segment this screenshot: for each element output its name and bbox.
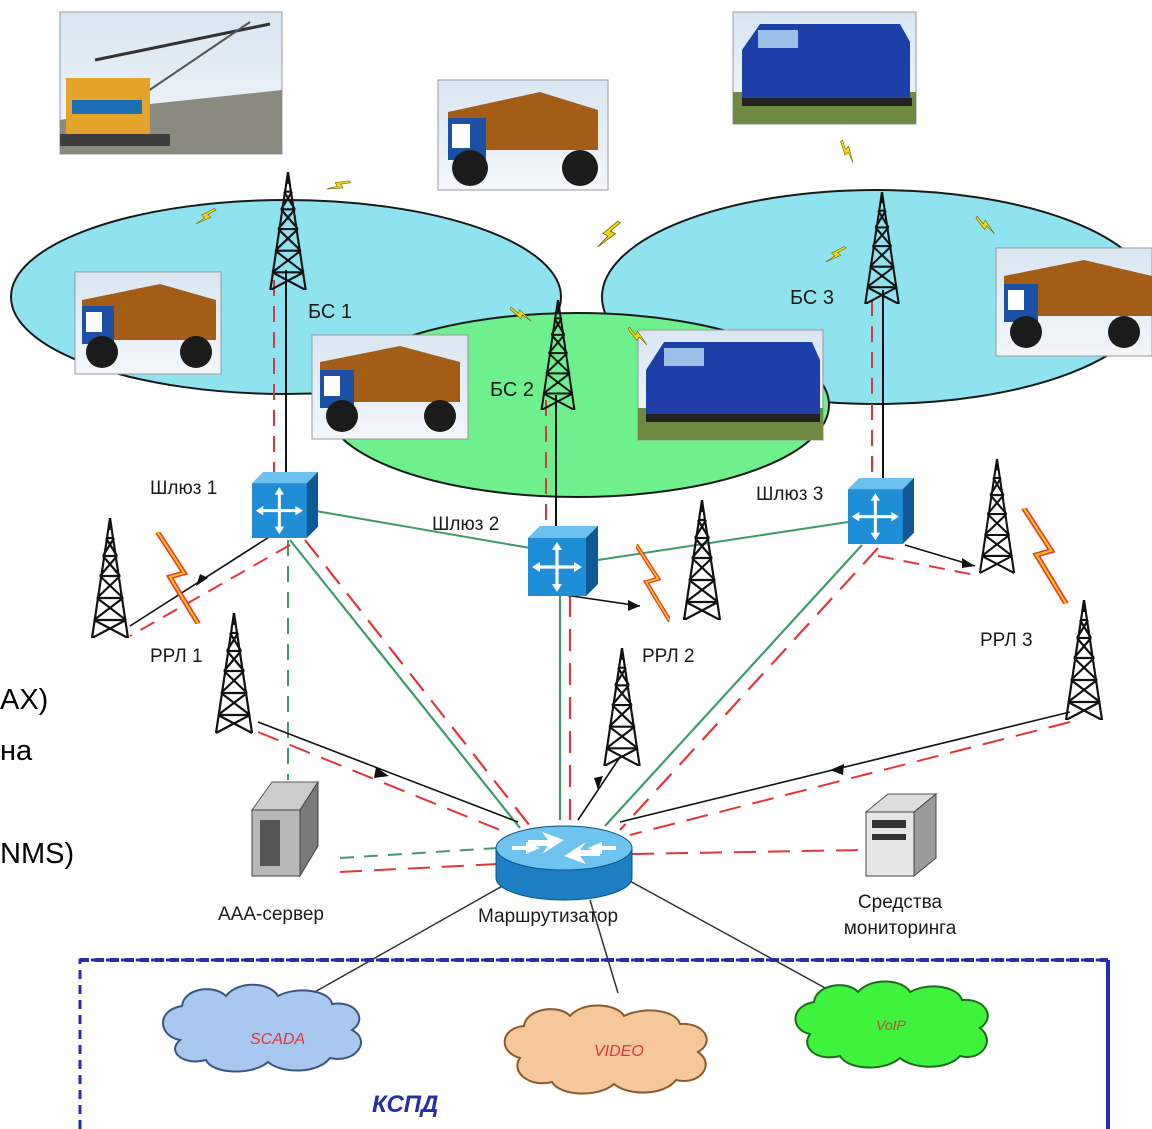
gateway-icon-1: [252, 472, 318, 538]
tower-icon-rrl3-b: [1064, 600, 1104, 720]
left-cut-text-2: на: [0, 735, 33, 767]
tower-icon-rrl2-a: [682, 500, 722, 620]
monitoring-label-line2: мониторинга: [844, 918, 957, 939]
router-icon: [495, 825, 633, 901]
gateway2-label: Шлюз 2: [432, 514, 499, 535]
cloud-icon-video: [503, 1004, 708, 1095]
bs1-label: БС 1: [308, 301, 352, 323]
server-icon-aaa: [251, 780, 319, 878]
truck-photo-right: [995, 247, 1152, 357]
truck-photo-top: [437, 79, 609, 191]
left-cut-text-1: AX): [0, 684, 49, 716]
kspd-label: КСПД: [372, 1091, 438, 1118]
rrl-link-icon-2: [636, 545, 670, 622]
scada-label: SCADA: [250, 1031, 305, 1048]
truck-photo-center: [311, 334, 469, 440]
rrl-link-icon-1: [158, 532, 199, 624]
gateway-icon-3: [848, 478, 914, 544]
gateway-icon-2: [528, 526, 598, 596]
gateway1-label: Шлюз 1: [150, 478, 217, 499]
rrl2-label: РРЛ 2: [642, 646, 695, 667]
router-label: Маршрутизатор: [478, 906, 618, 927]
truck-photo-left: [74, 271, 222, 375]
cloud-icon-voip: [794, 980, 989, 1069]
video-label: VIDEO: [594, 1043, 644, 1060]
locomotive-photo-center: [637, 329, 824, 441]
tower-icon-rrl1-b: [214, 612, 254, 734]
tower-icon-rrl1-a: [90, 518, 130, 638]
left-cut-text-3: NMS): [0, 838, 75, 870]
aaa-server-label: ААА-сервер: [218, 904, 324, 925]
server-icon-monitoring: [864, 792, 938, 878]
bs3-label: БС 3: [790, 287, 834, 309]
gateway3-label: Шлюз 3: [756, 484, 823, 505]
bs2-label: БС 2: [490, 379, 534, 401]
tower-icon-rrl3-a: [978, 457, 1016, 575]
monitoring-label-line1: Средства: [858, 892, 943, 913]
rrl1-label: РРЛ 1: [150, 646, 203, 667]
rrl-link-icon-3: [1024, 508, 1067, 604]
links: [129, 270, 1071, 1007]
cloud-icon-scada: [162, 983, 362, 1073]
voip-label: VoIP: [876, 1017, 906, 1033]
locomotive-photo-top: [732, 11, 917, 125]
rrl3-label: РРЛ 3: [980, 630, 1033, 651]
tower-icon-rrl2-b: [603, 648, 641, 766]
excavator-photo: [59, 11, 283, 155]
